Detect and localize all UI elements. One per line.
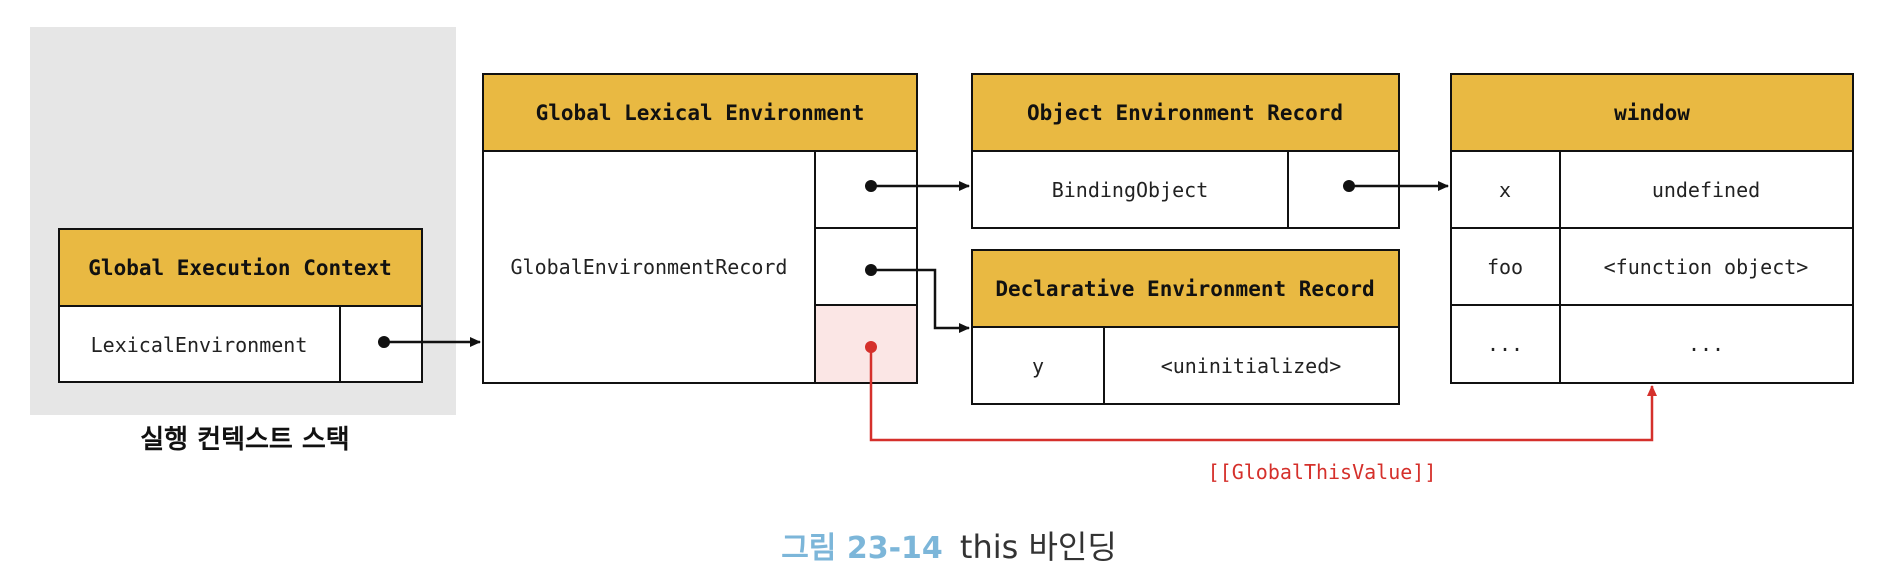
window-row-name: ... <box>1487 332 1523 356</box>
declarative-record-arrow <box>871 268 970 333</box>
object-environment-record-header <box>971 73 1400 152</box>
figure-caption: 그림 23-14 this 바인딩 <box>781 528 1117 566</box>
declarative-environment-record: Declarative Environment Record y <uninit… <box>971 249 1400 405</box>
global-this-value-label: [[GlobalThisValue]] <box>1208 460 1437 484</box>
window-row-name: foo <box>1487 255 1523 279</box>
declarative-row-value: <uninitialized> <box>1161 354 1342 378</box>
declarative-environment-record-title: Declarative Environment Record <box>995 277 1374 301</box>
window-row-value: <function object> <box>1604 255 1809 279</box>
caption-line: 그림 23-14 this 바인딩 <box>781 528 1117 566</box>
window-row-value-cell <box>1559 304 1854 384</box>
object-environment-record: Object Environment Record BindingObject <box>971 73 1400 229</box>
window-row-name-cell <box>1450 304 1561 384</box>
lexical-environment-cell <box>58 305 341 383</box>
reference-arrows <box>378 180 1449 348</box>
global-lexical-environment-title: Global Lexical Environment <box>536 101 865 125</box>
binding-object-pointer-cell <box>1287 150 1400 229</box>
global-this-value-reference: [[GlobalThisValue]] <box>865 341 1657 484</box>
declarative-environment-record-header <box>971 249 1400 328</box>
caption-title: this 바인딩 <box>960 528 1117 566</box>
execution-context-stack-label: 실행 컨텍스트 스택 <box>140 425 349 455</box>
window-header <box>1450 73 1854 152</box>
window-row-value: undefined <box>1652 178 1760 202</box>
binding-object-cell <box>971 150 1289 229</box>
global-execution-context: Global Execution Context LexicalEnvironm… <box>58 228 423 383</box>
declarative-row-name-cell <box>971 326 1105 405</box>
window-row-name-cell <box>1450 227 1561 306</box>
window-row-value-cell <box>1559 150 1854 229</box>
object-record-pointer-cell <box>814 150 918 229</box>
window-row-name: x <box>1499 178 1511 202</box>
window-row-value: ... <box>1688 332 1724 356</box>
global-this-value-arrow <box>869 347 1657 442</box>
global-environment-record-label: GlobalEnvironmentRecord <box>511 255 788 279</box>
global-environment-record-cell <box>482 150 816 384</box>
global-lexical-environment: Global Lexical Environment GlobalEnviron… <box>482 73 918 384</box>
window-row-value-cell <box>1559 227 1854 306</box>
window-title: window <box>1614 101 1690 125</box>
global-execution-context-header <box>58 228 423 307</box>
binding-object-label: BindingObject <box>1052 178 1209 202</box>
caption-figure-number: 그림 23-14 <box>781 531 943 566</box>
declarative-record-pointer-cell <box>814 227 918 306</box>
lexical-environment-label: LexicalEnvironment <box>91 333 308 357</box>
object-environment-record-title: Object Environment Record <box>1027 101 1343 125</box>
window-object: window x undefined foo <function object>… <box>1450 73 1854 384</box>
declarative-row-value-cell <box>1103 326 1400 405</box>
window-row-name-cell <box>1450 150 1561 229</box>
global-execution-context-title: Global Execution Context <box>88 256 391 280</box>
declarative-row-name: y <box>1032 354 1044 378</box>
